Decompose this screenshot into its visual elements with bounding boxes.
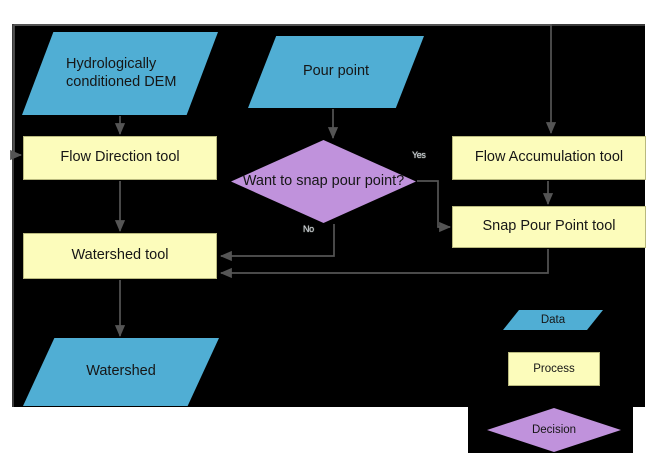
edge-label-yes: Yes (412, 150, 426, 160)
node-pour-point[interactable]: Pour point (248, 36, 424, 108)
edge-label-no: No (303, 224, 314, 234)
legend-item-data: Data (503, 310, 603, 330)
node-watershed-output[interactable]: Watershed (23, 338, 219, 406)
legend-label: Decision (531, 423, 577, 436)
node-label: Hydrologically conditioned DEM (66, 55, 177, 90)
node-hydrologically-conditioned-dem[interactable]: Hydrologically conditioned DEM (22, 32, 218, 115)
node-label: Want to snap pour point? (242, 172, 405, 189)
legend-label: Process (533, 362, 575, 375)
legend-label: Data (540, 313, 566, 326)
node-label: Pour point (302, 63, 370, 80)
node-label: Snap Pour Point tool (482, 218, 616, 235)
node-label: Flow Accumulation tool (474, 149, 624, 166)
node-flow-accumulation-tool[interactable]: Flow Accumulation tool (452, 136, 646, 180)
node-label: Watershed (86, 363, 156, 380)
node-snap-pour-point-tool[interactable]: Snap Pour Point tool (452, 206, 646, 248)
node-watershed-tool[interactable]: Watershed tool (23, 233, 217, 279)
node-label: Watershed tool (71, 247, 169, 264)
node-flow-direction-tool[interactable]: Flow Direction tool (23, 136, 217, 180)
legend-item-process: Process (508, 352, 600, 386)
node-label: Flow Direction tool (60, 149, 180, 166)
